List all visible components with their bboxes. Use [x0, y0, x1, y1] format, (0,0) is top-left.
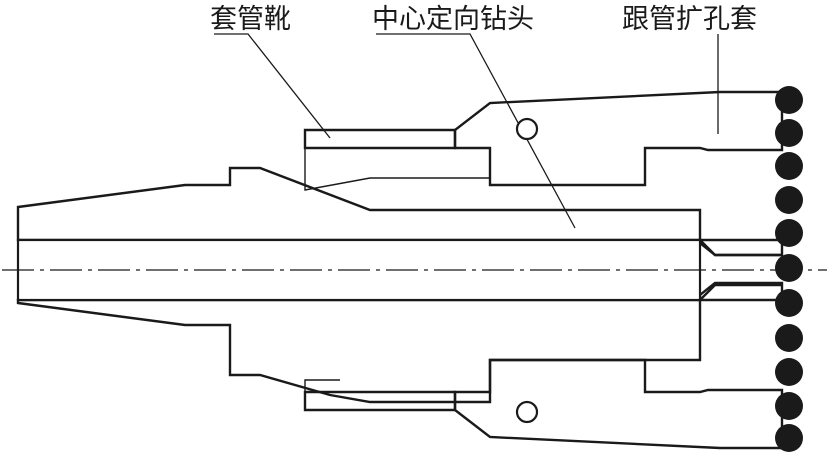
carbide-button [775, 358, 803, 386]
carbide-button [775, 289, 803, 317]
carbide-button [775, 392, 803, 420]
bore-tip-taper [699, 239, 782, 257]
label-casing-shoe: 套管靴 [210, 4, 291, 35]
casing-shoe-lower-inner [304, 379, 340, 392]
carbide-button [775, 324, 803, 352]
label-reamer-bit: 跟管扩孔套 [622, 4, 757, 35]
carbide-button [775, 219, 803, 247]
leader-pilot-bit [376, 33, 576, 229]
carbide-buttons [775, 86, 803, 452]
lock-ball-lower [515, 400, 539, 424]
casing-shoe-upper-inner [304, 148, 490, 191]
reamer-sleeve-lower [453, 358, 784, 450]
carbide-button [775, 186, 803, 214]
carbide-button [775, 424, 803, 452]
label-pilot-bit: 中心定向钻头 [372, 4, 534, 35]
pilot-bit-upper-half [16, 166, 784, 257]
carbide-button [775, 119, 803, 147]
reamer-sleeve-upper [453, 90, 784, 187]
casing-shoe-upper [303, 128, 457, 150]
lock-ball-upper [515, 117, 539, 141]
leader-casing-shoe [214, 33, 331, 139]
carbide-button [775, 152, 803, 180]
bore-tip-taper-lower [699, 283, 782, 301]
carbide-button [775, 254, 803, 282]
carbide-button [775, 86, 803, 114]
pilot-bit-body [16, 166, 784, 404]
